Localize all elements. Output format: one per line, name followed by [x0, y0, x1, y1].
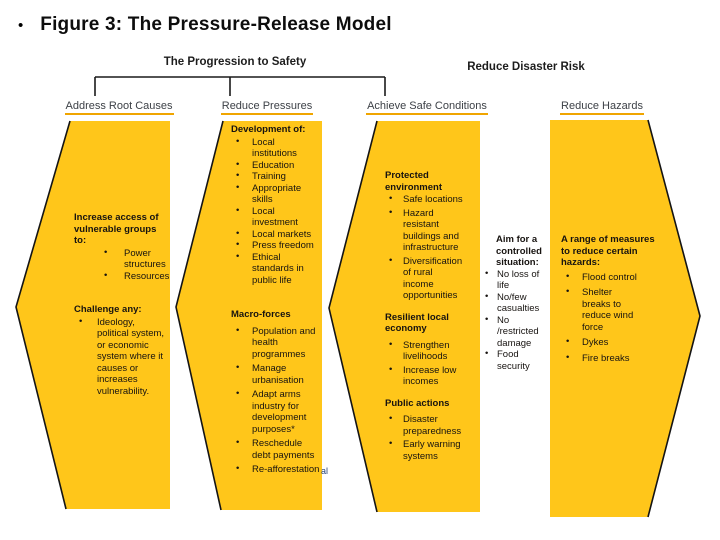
list-item: Reschedule debt payments: [231, 437, 320, 461]
reduce-disaster-risk-header: Reduce Disaster Risk: [467, 61, 585, 73]
section-heading: Protected environment: [385, 170, 443, 193]
list-item: Flood control: [561, 271, 656, 284]
list-item: Increase low incomes: [385, 364, 465, 388]
shape-address-root-causes: [16, 121, 170, 509]
list-item: Press freedom: [231, 239, 320, 252]
title-bullet: •: [18, 17, 24, 34]
list-item: Re-afforestation: [231, 463, 320, 476]
section-heading: Resilient local economy: [385, 311, 449, 335]
list-item: Population and health programmes: [231, 325, 320, 361]
section-resilient-local-economy: Resilient local economy Strengthen livel…: [385, 312, 465, 388]
list-item: Local investment: [231, 205, 320, 229]
section-heading: Public actions: [385, 397, 450, 409]
list-item: Ideology, political system, or economic …: [74, 316, 167, 398]
column-label-reduce-hazards: Reduce Hazards: [538, 100, 666, 115]
list-item: Disaster preparedness: [385, 413, 465, 437]
list-item: Training: [231, 170, 320, 183]
reduce-pressures-content: Development of: Local institutions Educa…: [231, 124, 320, 479]
list-item: Strengthen livelihoods: [385, 339, 465, 363]
shape-reduce-hazards-outline: [647, 119, 701, 518]
section-macro-forces: Macro-forces Population and health progr…: [231, 309, 320, 476]
list-item: Resources: [74, 270, 169, 283]
list-item: Ethical standards in public life: [231, 251, 320, 287]
progression-bracket: [94, 76, 386, 96]
list-item: Hazard resistant buildings and infrastru…: [385, 207, 465, 254]
section-public-actions: Public actions Disaster preparedness Ear…: [385, 398, 465, 463]
section-heading: Macro-forces: [231, 309, 291, 320]
safe-conditions-content: Protected environment Safe locations Haz…: [385, 170, 465, 464]
section-heading: Challenge any:: [74, 304, 142, 315]
list-item: Safe locations: [385, 193, 465, 206]
section-protected-environment: Protected environment Safe locations Haz…: [385, 170, 465, 302]
column-label-text: Reduce Pressures: [220, 100, 314, 115]
list-item: Dykes: [561, 336, 656, 349]
text-fragment: al: [321, 466, 329, 476]
list-item: Shelter breaks to reduce wind force: [561, 286, 656, 333]
list-item: Adapt arms industry for development purp…: [231, 388, 320, 435]
section-challenge-any: Challenge any: Ideology, political syste…: [74, 304, 167, 397]
section-increase-access: Increase access of vulnerable groups to:…: [74, 212, 169, 283]
list-item: Local markets: [231, 228, 320, 241]
column-label-text: Reduce Hazards: [560, 100, 644, 115]
list-item: No/few casualties: [483, 291, 547, 315]
list-item: Power structures: [74, 247, 167, 271]
reduce-hazards-content: A range of measures to reduce certain ha…: [561, 234, 656, 368]
list-item: Diversification of rural income opportun…: [385, 255, 465, 302]
list-item: Food security: [483, 348, 547, 372]
page-title: Figure 3: The Pressure-Release Model: [40, 14, 392, 35]
column-label-text: Achieve Safe Conditions: [366, 100, 488, 115]
shape-achieve-safe-conditions-outline: [328, 120, 378, 513]
root-causes-content: Increase access of vulnerable groups to:…: [74, 212, 169, 397]
column-label-text: Address Root Causes: [64, 100, 174, 115]
controlled-situation-content: Aim for a controlled situation: No loss …: [483, 234, 547, 372]
list-item: Appropriate skills: [231, 182, 320, 206]
section-development-of: Development of: Local institutions Educa…: [231, 124, 320, 286]
section-heading: Aim for a controlled situation:: [496, 234, 542, 268]
column-label-reduce-pressures: Reduce Pressures: [203, 100, 331, 115]
column-label-address-root-causes: Address Root Causes: [55, 100, 183, 115]
list-item: Local institutions: [231, 136, 320, 160]
section-heading: Development of:: [231, 124, 306, 135]
section-heading: Increase access of vulnerable groups to:: [74, 212, 159, 246]
slide-title-row: • Figure 3: The Pressure-Release Model: [18, 13, 578, 39]
list-item: Manage urbanisation: [231, 362, 320, 386]
shape-reduce-pressures-outline: [175, 120, 224, 511]
section-heading: A range of measures to reduce certain ha…: [561, 234, 655, 268]
list-item: No /restricted damage: [483, 314, 547, 350]
list-item: Fire breaks: [561, 352, 656, 365]
list-item: Education: [231, 159, 320, 172]
list-item: No loss of life: [483, 268, 547, 292]
progression-to-safety-header: The Progression to Safety: [163, 56, 307, 68]
column-label-achieve-safe-conditions: Achieve Safe Conditions: [363, 100, 491, 115]
list-item: Early warning systems: [385, 438, 465, 462]
shape-address-root-causes-outline: [15, 120, 71, 510]
